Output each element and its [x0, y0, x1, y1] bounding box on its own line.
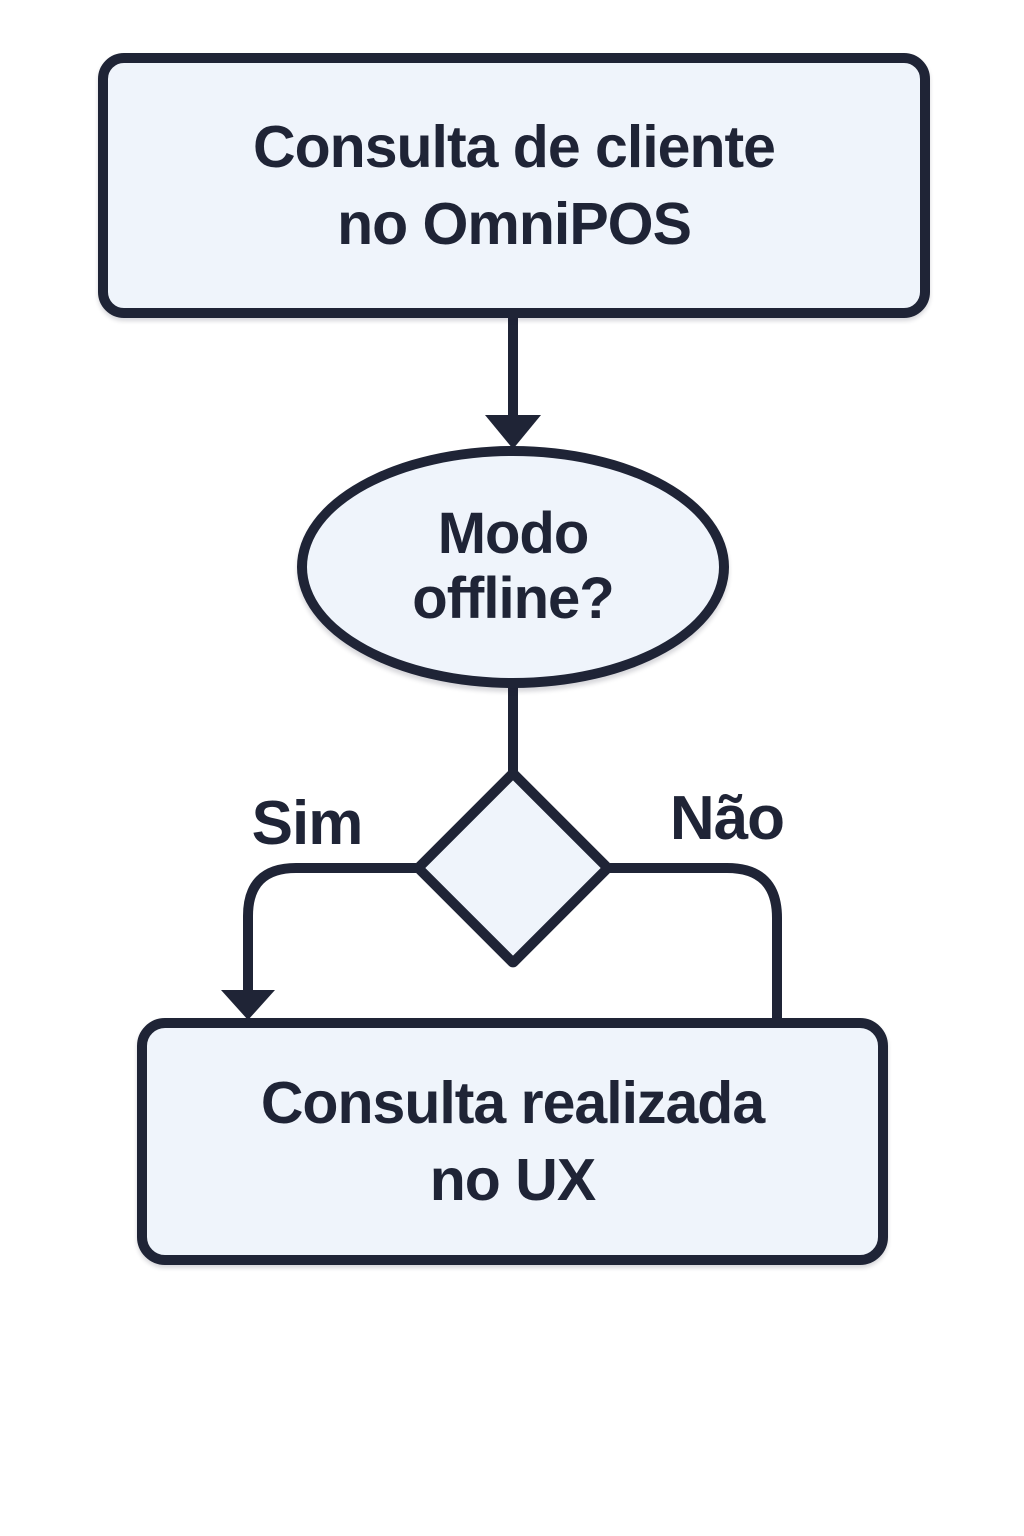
edge-yes-branch [243, 863, 416, 992]
node-start: Consulta de cliente no OmniPOS [98, 53, 930, 318]
node-end-label: Consulta realizada no UX [260, 1069, 765, 1213]
node-start-label: Consulta de cliente no OmniPOS [253, 113, 776, 257]
node-decision: Modo offline? [297, 446, 729, 688]
node-decision-label: Modo offline? [412, 501, 614, 631]
edge-label-sim: Sim [251, 789, 364, 858]
arrowhead-yes-branch [221, 990, 275, 1020]
edge-no-branch [610, 863, 782, 1024]
edge-label-nao: Não [669, 784, 785, 853]
node-end: Consulta realizada no UX [137, 1018, 888, 1265]
arrowhead-start-to-decision [485, 415, 541, 449]
